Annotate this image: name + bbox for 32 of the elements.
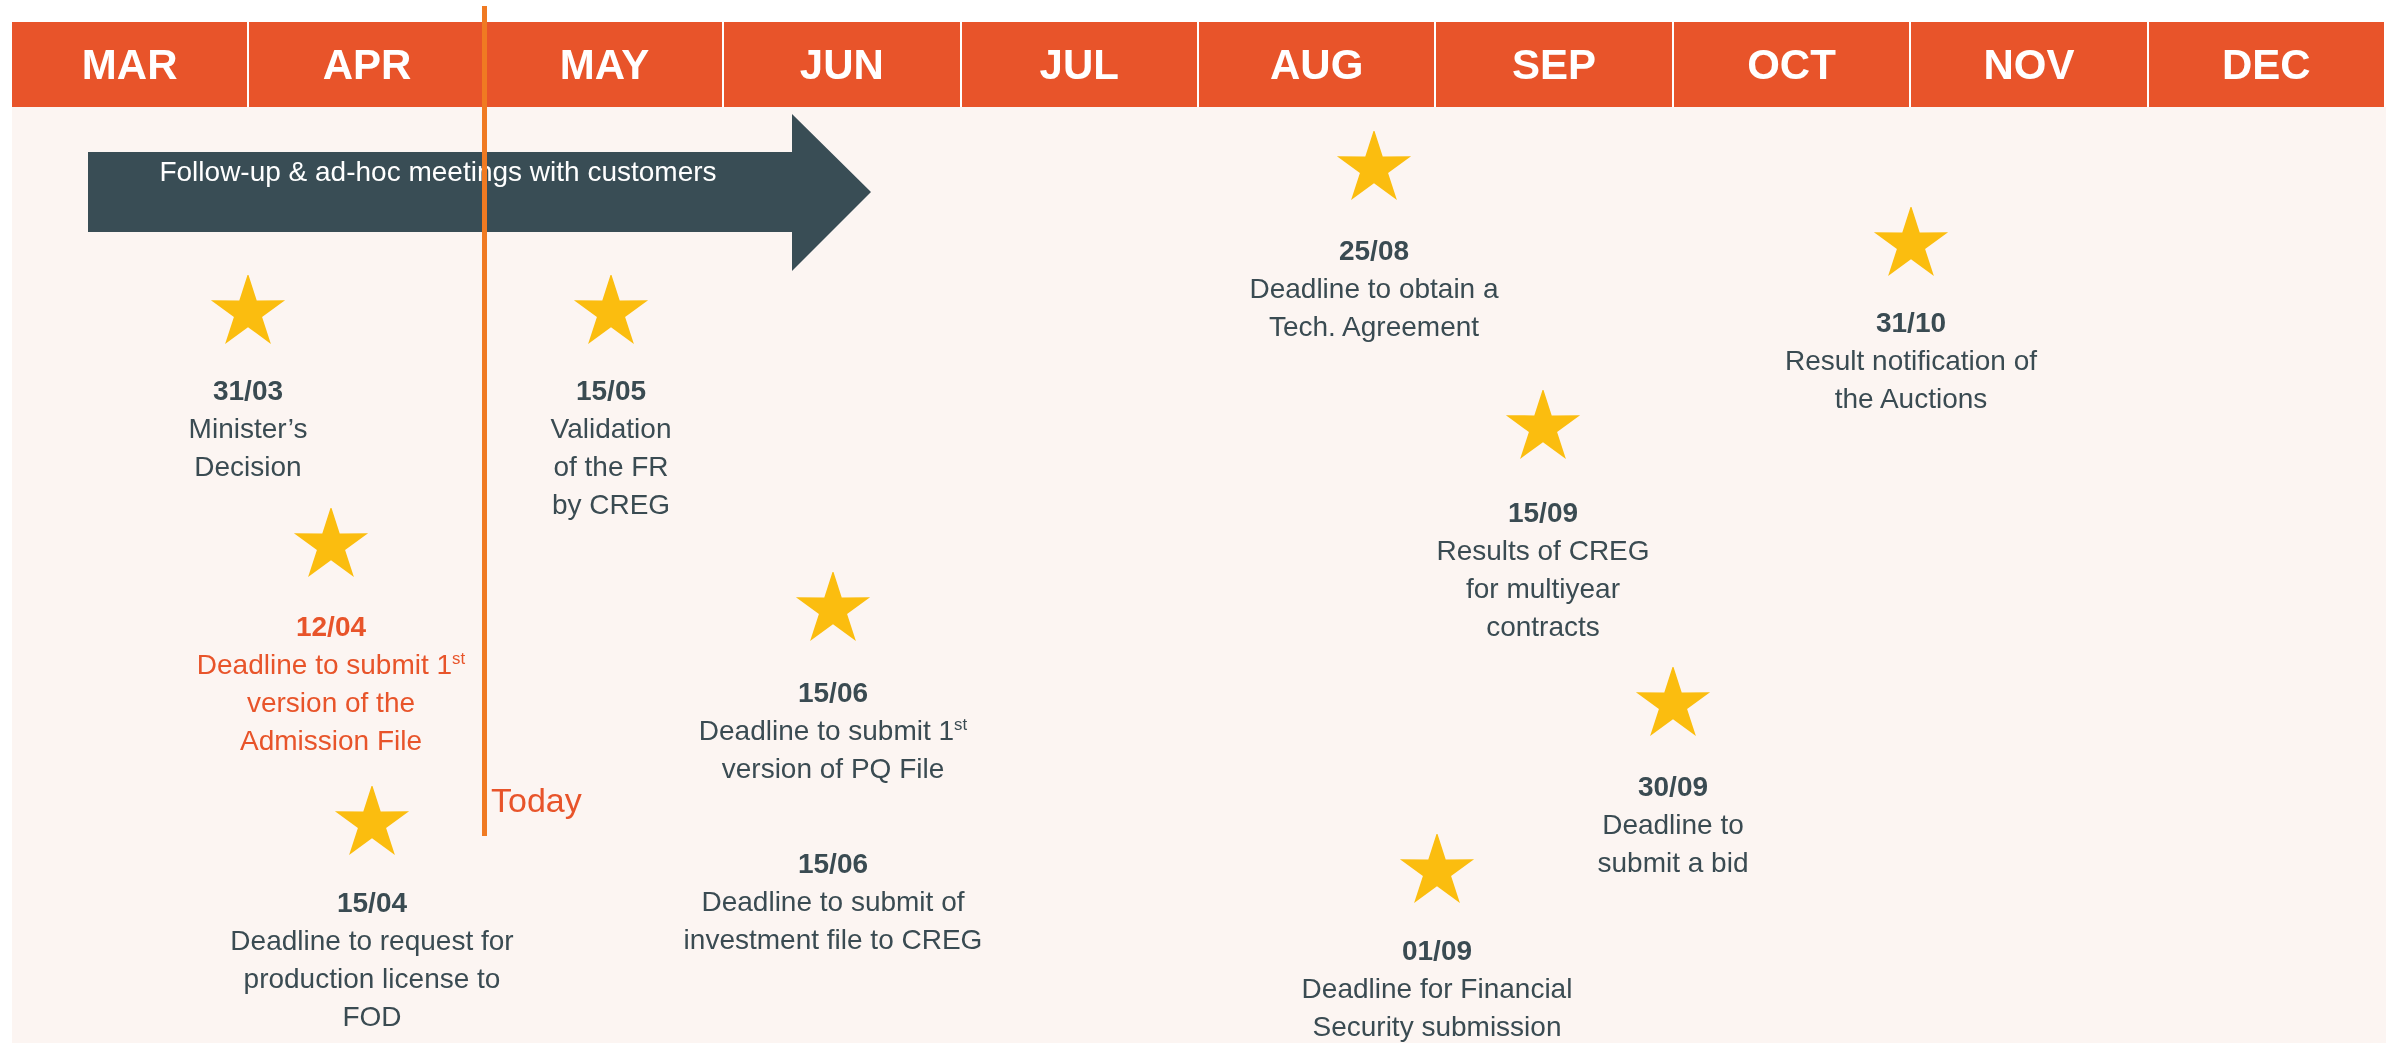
milestone-text: Results of CREG for multiyear contracts (1435, 534, 1651, 644)
milestone-date: 15/09 (1507, 496, 1579, 530)
month-header: NOV (1911, 22, 2149, 107)
milestone-date: 31/03 (212, 374, 284, 408)
milestone-date: 25/08 (1338, 234, 1410, 268)
milestone-date: 31/10 (1875, 306, 1947, 340)
today-label: Today (491, 780, 582, 820)
milestone-text: Minister’s Decision (187, 412, 309, 484)
milestone-text: Result notification of the Auctions (1783, 344, 2039, 416)
month-header: MAY (486, 22, 725, 107)
milestone-text: Deadline to obtain a Tech. Agreement (1248, 272, 1500, 344)
milestone-date: 01/09 (1401, 934, 1473, 968)
milestone-date: 15/05 (575, 374, 647, 408)
milestone-text: Deadline to submit 1$^{st}$ version of PQ File (697, 713, 969, 786)
month-header: DEC (2148, 22, 2386, 107)
milestone-text: Deadline to request for production license to FOD (229, 924, 515, 1034)
milestone-text: Deadline to submit of investment file to CREG (683, 885, 983, 957)
milestone-text: Validation of the FR by CREG (549, 412, 673, 522)
month-header: JUN (724, 22, 962, 107)
milestone-date: 30/09 (1637, 770, 1709, 804)
month-header: JUL (961, 22, 1199, 107)
month-header: AUG (1199, 22, 1437, 107)
milestone-date: 15/04 (336, 886, 408, 920)
month-header: SEP (1436, 22, 1674, 107)
milestone-text: Deadline to submit a bid (1596, 808, 1750, 880)
milestone-date: 12/04 (295, 610, 367, 644)
milestone-date: 15/06 (797, 847, 869, 881)
milestone-date: 15/06 (797, 676, 869, 710)
milestone-text: Deadline to submit 1$^{st}$ version of the Admission File (195, 647, 467, 758)
month-header: OCT (1673, 22, 1912, 107)
month-header: MAR (12, 22, 250, 107)
milestone-text: Deadline for Financial Security submission (1300, 972, 1574, 1043)
